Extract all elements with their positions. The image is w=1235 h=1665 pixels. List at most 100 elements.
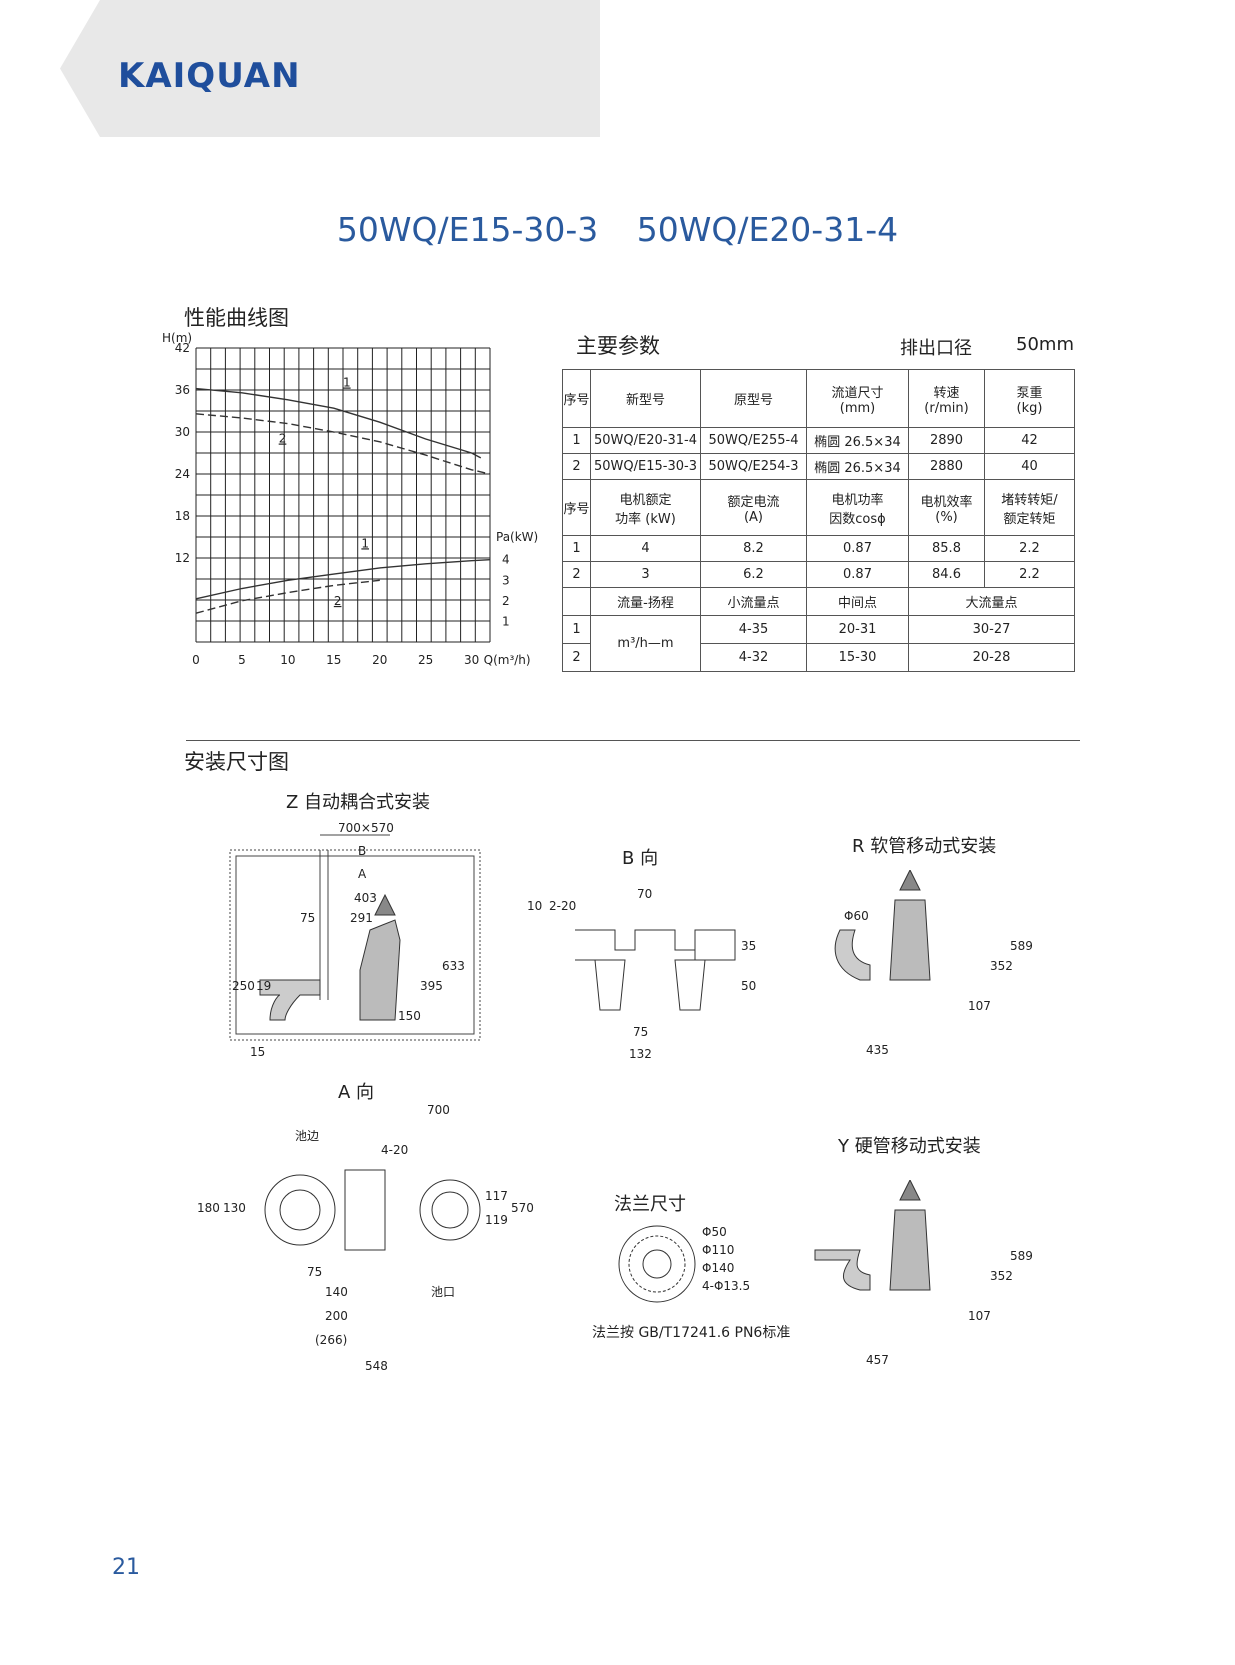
a-dim: 75: [307, 1265, 322, 1279]
z-dim: 75: [300, 911, 315, 925]
x-tick-label: 0: [192, 653, 200, 667]
table-cell: 42: [984, 427, 1075, 454]
b-title: B 向: [622, 848, 659, 869]
z-dim: 250: [232, 979, 255, 993]
brand-logo: KAIQUAN: [118, 56, 301, 96]
a-dim: 池口: [431, 1285, 455, 1299]
table-cell: 椭圆 26.5×34: [806, 453, 909, 480]
a-view-drawing: 700 池边 4-20 180 130 117 119 570 75 140 2…: [197, 1103, 534, 1373]
params-title: 主要参数: [576, 334, 660, 358]
table-cell: 流量-扬程: [590, 587, 701, 616]
table-cell: 0.87: [806, 561, 909, 588]
x-tick-label: 15: [326, 653, 341, 667]
a-dim: 117: [485, 1189, 508, 1203]
z-dim: 15: [250, 1045, 265, 1059]
r-dim: Φ60: [844, 909, 869, 923]
series-label: 1: [361, 536, 369, 550]
b-dim: 35: [741, 939, 756, 953]
table-cell: 电机效率 (%): [908, 479, 985, 536]
table-cell: 85.8: [908, 535, 985, 562]
a-dim: 700: [427, 1103, 450, 1117]
table-cell: 50WQ/E255-4: [700, 427, 807, 454]
x-tick-label: 30: [464, 653, 479, 667]
y-tick-label: 18: [175, 509, 190, 523]
z-dim: 700×570: [338, 821, 394, 835]
table-cell: 20-28: [908, 643, 1075, 672]
table-cell: 序号: [562, 479, 591, 536]
table-cell: 2: [562, 643, 591, 672]
table-cell: 转速 (r/min): [908, 369, 985, 428]
table-row: 序号新型号原型号流道尺寸 (mm)转速 (r/min)泵重 (kg): [562, 369, 1075, 428]
table-cell: 2: [562, 453, 591, 480]
table-cell: 1: [562, 427, 591, 454]
z-dim: A: [358, 867, 367, 881]
table-cell: 小流量点: [700, 587, 807, 616]
table-cell: 原型号: [700, 369, 807, 428]
z-dim: B: [358, 844, 366, 858]
flange-dim: Φ110: [702, 1243, 734, 1257]
x-tick-label: 10: [280, 653, 295, 667]
z-dim: 395: [420, 979, 443, 993]
r-install-drawing: Φ60 352 589 107 435: [834, 870, 1033, 1057]
table-cell: 4-32: [700, 643, 807, 672]
table-cell: 6.2: [700, 561, 807, 588]
table-cell: 15-30: [806, 643, 909, 672]
x-tick-label: 25: [418, 653, 433, 667]
b-dim: 70: [637, 887, 652, 901]
page-title: 50WQ/E15-30-3 50WQ/E20-31-4: [0, 210, 1235, 249]
r-dim: 352: [990, 959, 1013, 973]
outlet-value: 50mm: [1016, 334, 1074, 355]
table-cell: 流道尺寸 (mm): [806, 369, 909, 428]
a-dim: 548: [365, 1359, 388, 1373]
flange-title: 法兰尺寸: [614, 1194, 686, 1215]
series-line: [195, 559, 491, 600]
y-install-drawing: 352 589 107 457: [814, 1180, 1033, 1367]
page-number: 21: [112, 1555, 140, 1580]
y-dim: 107: [968, 1309, 991, 1323]
outlet-label: 排出口径: [900, 338, 972, 359]
b-dim: 75: [633, 1025, 648, 1039]
b-dim: 50: [741, 979, 756, 993]
z-install-drawing: 700×570 B A 403 75 291 250 19 150 395 63…: [229, 821, 481, 1059]
table-cell: 50WQ/E254-3: [700, 453, 807, 480]
y-tick-label: 24: [175, 467, 190, 481]
y2-tick-label: 2: [502, 594, 510, 608]
z-dim: 150: [398, 1009, 421, 1023]
table-row: 流量-扬程小流量点中间点大流量点: [562, 587, 1075, 616]
table-cell: [562, 587, 591, 616]
a-title: A 向: [338, 1082, 375, 1103]
a-dim: 119: [485, 1213, 508, 1227]
z-dim: 291: [350, 911, 373, 925]
flange-drawing: Φ50 Φ110 Φ140 4-Φ13.5: [618, 1225, 750, 1303]
a-dim: 130: [223, 1201, 246, 1215]
z-dim: 403: [354, 891, 377, 905]
table-cell: 84.6: [908, 561, 985, 588]
flange-note: 法兰按 GB/T17241.6 PN6标准: [592, 1325, 791, 1341]
table-cell: m³/h—m: [590, 615, 701, 672]
a-dim: 池边: [295, 1129, 319, 1143]
series-label: 2: [279, 432, 287, 446]
table-cell: 30-27: [908, 615, 1075, 644]
r-dim: 107: [968, 999, 991, 1013]
a-dim: (266): [315, 1333, 347, 1347]
table-cell: 2.2: [984, 535, 1075, 562]
z-dim: 19: [256, 979, 271, 993]
x-tick-label: 20: [372, 653, 387, 667]
table-cell: 额定电流 (A): [700, 479, 807, 536]
table-cell: 2: [562, 561, 591, 588]
table-cell: 2890: [908, 427, 985, 454]
y-tick-label: 36: [175, 383, 190, 397]
table-cell: 0.87: [806, 535, 909, 562]
flange-dim: Φ140: [702, 1261, 734, 1275]
z-dim: 633: [442, 959, 465, 973]
y2-axis-label: Pa(kW): [496, 530, 538, 544]
model-b: 50WQ/E20-31-4: [636, 210, 899, 249]
y-dim: 457: [866, 1353, 889, 1367]
table-cell: 3: [590, 561, 701, 588]
x-axis-label: Q(m³/h): [484, 653, 531, 667]
r-dim: 589: [1010, 939, 1033, 953]
